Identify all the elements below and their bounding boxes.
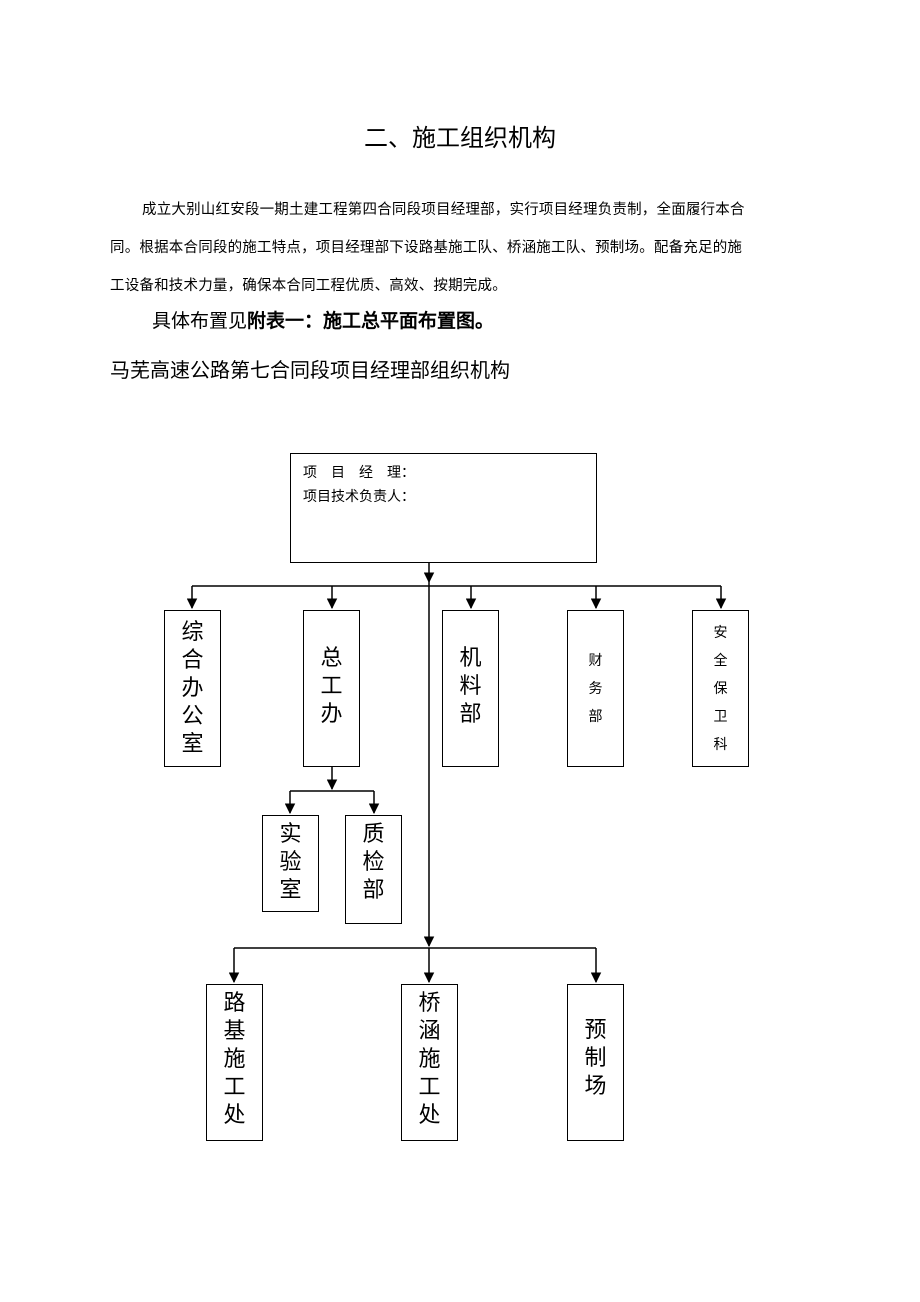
- label-char: 部: [588, 709, 603, 725]
- label-char: 工: [418, 1075, 441, 1100]
- label-char: 务: [588, 681, 603, 697]
- label-char: 施: [223, 1047, 246, 1072]
- org-chart-title: 马芜高速公路第七合同段项目经理部组织机构: [110, 358, 510, 382]
- label-char: 料: [459, 674, 482, 699]
- reference-prefix: 具体布置见: [152, 310, 248, 332]
- label-char: 全: [713, 653, 728, 669]
- sub-department-box: 实验室: [262, 815, 319, 912]
- label-char: 保: [713, 681, 728, 697]
- label-char: 施: [418, 1047, 441, 1072]
- label-char: 制: [584, 1046, 607, 1071]
- paragraph-line: 工设备和技术力量，确保本合同工程优质、高效、按期完成。: [110, 278, 507, 294]
- label-char: 财: [588, 653, 603, 669]
- field-unit-label: 路基施工处: [207, 990, 262, 1130]
- sub-department-label: 质检部: [346, 821, 401, 905]
- label-char: 预: [584, 1018, 607, 1043]
- project-manager-box: 项 目 经 理： 项目技术负责人：: [290, 453, 597, 563]
- label-char: 场: [584, 1074, 607, 1099]
- label-char: 机: [459, 646, 482, 671]
- label-char: 工: [320, 674, 343, 699]
- department-box: 总工办: [303, 610, 360, 767]
- paragraph-line: 成立大别山红安段一期土建工程第四合同段项目经理部，实行项目经理负责制，全面履行本…: [142, 202, 745, 218]
- label-char: 办: [181, 676, 204, 701]
- label-char: 工: [223, 1075, 246, 1100]
- sub-department-box: 质检部: [345, 815, 402, 924]
- department-box: 综合办公室: [164, 610, 221, 767]
- department-label: 机料部: [443, 645, 498, 729]
- label-char: 公: [181, 704, 204, 729]
- sub-department-label: 实验室: [263, 821, 318, 905]
- label-char: 涵: [418, 1019, 441, 1044]
- field-unit-box: 预制场: [567, 984, 624, 1141]
- label-char: 卫: [713, 709, 728, 725]
- department-label: 财务部: [568, 647, 623, 731]
- label-char: 基: [223, 1019, 246, 1044]
- technical-lead-label: 项目技术负责人：: [303, 489, 415, 505]
- label-char: 合: [181, 648, 204, 673]
- label-char: 验: [279, 850, 302, 875]
- label-char: 部: [459, 702, 482, 727]
- department-label: 总工办: [304, 645, 359, 729]
- label-char: 路: [223, 991, 246, 1016]
- label-char: 科: [713, 737, 728, 753]
- department-box: 安全保卫科: [692, 610, 749, 767]
- label-char: 实: [279, 822, 302, 847]
- intro-paragraph: 成立大别山红安段一期土建工程第四合同段项目经理部，实行项目经理负责制，全面履行本…: [110, 191, 820, 305]
- label-char: 处: [418, 1103, 441, 1128]
- label-char: 桥: [418, 991, 441, 1016]
- section-heading: 二、施工组织机构: [364, 124, 556, 152]
- label-char: 室: [279, 878, 302, 903]
- field-unit-box: 桥涵施工处: [401, 984, 458, 1141]
- label-char: 室: [181, 732, 204, 757]
- department-box: 财务部: [567, 610, 624, 767]
- department-box: 机料部: [442, 610, 499, 767]
- field-unit-label: 预制场: [568, 1017, 623, 1101]
- project-manager-label: 项 目 经 理：: [303, 465, 415, 481]
- label-char: 处: [223, 1103, 246, 1128]
- label-char: 总: [320, 646, 343, 671]
- field-unit-label: 桥涵施工处: [402, 990, 457, 1130]
- field-unit-box: 路基施工处: [206, 984, 263, 1141]
- label-char: 部: [362, 878, 385, 903]
- label-char: 综: [181, 620, 204, 645]
- department-label: 安全保卫科: [693, 619, 748, 759]
- label-char: 检: [362, 850, 385, 875]
- paragraph-line: 同。根据本合同段的施工特点，项目经理部下设路基施工队、桥涵施工队、预制场。配备充…: [110, 240, 743, 256]
- label-char: 质: [362, 822, 385, 847]
- label-char: 办: [320, 702, 343, 727]
- reference-bold: 附表一：施工总平面布置图。: [247, 310, 495, 332]
- label-char: 安: [713, 625, 728, 641]
- layout-reference: 具体布置见附表一：施工总平面布置图。: [152, 306, 494, 333]
- department-label: 综合办公室: [165, 619, 220, 759]
